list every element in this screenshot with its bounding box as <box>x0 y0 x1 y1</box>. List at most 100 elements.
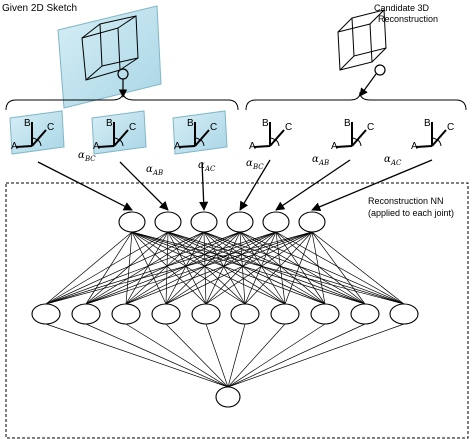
nn-edge <box>167 231 366 305</box>
joint-panel: A B C <box>172 110 228 155</box>
nn-edge <box>311 231 366 305</box>
nn-edge <box>125 231 241 305</box>
candidate-cube <box>337 9 387 71</box>
angle-arrow <box>37 161 133 211</box>
angle-arc <box>357 139 362 147</box>
candidate-joint-marker <box>374 64 386 76</box>
hidden-node <box>310 303 340 325</box>
nn-edge <box>45 231 205 305</box>
angle-arc <box>31 137 39 142</box>
hidden-node <box>350 303 380 325</box>
nn-edge <box>227 323 366 388</box>
nn-edge <box>45 231 133 305</box>
angle-arrow <box>239 159 271 211</box>
angle-label: α <box>246 158 253 169</box>
nn-edge <box>85 231 277 305</box>
nn-edge <box>165 231 169 305</box>
angle-label-sub: AB <box>318 159 329 167</box>
edge-a <box>415 145 433 148</box>
sketch-plane <box>57 5 162 109</box>
nn-edge <box>311 231 326 305</box>
joint-label-c: C <box>210 122 217 133</box>
nn-edge <box>275 231 405 305</box>
joint-label-b: B <box>424 118 431 129</box>
edge-a <box>15 145 33 148</box>
nn-edges <box>45 231 405 388</box>
nn-box <box>5 182 469 439</box>
nn-edge <box>239 231 286 305</box>
edge-c <box>351 129 367 147</box>
nn-edge <box>131 231 207 305</box>
angle-label: α <box>198 160 205 171</box>
right-brace <box>245 91 467 111</box>
joint-label-a: A <box>174 141 181 152</box>
angle-arc <box>437 139 442 147</box>
nn-edge <box>131 231 326 305</box>
nn-edge <box>227 323 246 388</box>
nn-edge <box>244 231 313 305</box>
nn-edge <box>275 231 286 305</box>
edge-a <box>253 145 271 148</box>
joint-label-a: A <box>331 141 338 152</box>
nn-edge <box>165 231 313 305</box>
angle-arc <box>351 137 359 142</box>
nn-edge <box>85 231 241 305</box>
output-node <box>215 386 241 408</box>
angle-arc <box>269 137 277 142</box>
nn-edge <box>45 323 229 388</box>
hidden-node <box>191 303 221 325</box>
input-node <box>190 211 218 233</box>
nn-edge <box>85 231 313 305</box>
nn-edge <box>203 231 326 305</box>
joint-label-b: B <box>262 118 269 129</box>
nn-edge <box>131 231 286 305</box>
nn-edge <box>85 231 169 305</box>
nn-edge <box>125 231 169 305</box>
input-node <box>154 211 182 233</box>
edge-a <box>335 145 353 148</box>
angle-label-sub: BC <box>252 163 264 171</box>
edge-c <box>194 129 210 147</box>
nn-edge <box>167 231 246 305</box>
joint-label-b: B <box>24 118 31 129</box>
joint-label-b: B <box>344 118 351 129</box>
hidden-node <box>389 303 419 325</box>
nn-edge <box>203 231 366 305</box>
nn-edge <box>275 231 326 305</box>
nn-edge <box>45 231 169 305</box>
joint-label-b: B <box>106 118 113 129</box>
joint-label-c: C <box>285 122 292 133</box>
angle-arc <box>431 137 439 142</box>
angle-arrow <box>199 161 209 211</box>
nn-edge <box>125 231 277 305</box>
edge-c <box>31 129 47 147</box>
nn-edge <box>239 231 366 305</box>
nn-edge <box>203 231 286 305</box>
joint-label-c: C <box>447 122 454 133</box>
nn-edge <box>165 323 229 388</box>
edge-c <box>113 129 129 147</box>
angle-label-sub: BC <box>84 155 96 163</box>
nn-edge <box>125 323 229 388</box>
candidate-title-line2: Reconstruction <box>378 14 438 24</box>
nn-edge <box>167 231 286 305</box>
nn-nodes <box>31 211 419 408</box>
nn-edge <box>227 323 405 388</box>
edge-c <box>431 129 447 147</box>
joint-label-a: A <box>11 141 18 152</box>
nn-edge <box>275 231 366 305</box>
edge-c <box>269 129 285 147</box>
nn-edge <box>284 231 313 305</box>
nn-edge <box>125 231 205 305</box>
joint-label-a: A <box>93 141 100 152</box>
nn-edge <box>205 323 229 388</box>
hidden-node <box>151 303 181 325</box>
left-brace <box>5 91 239 111</box>
edge-a <box>178 145 196 148</box>
joint-label-b: B <box>187 118 194 129</box>
angle-label: α <box>78 150 85 161</box>
